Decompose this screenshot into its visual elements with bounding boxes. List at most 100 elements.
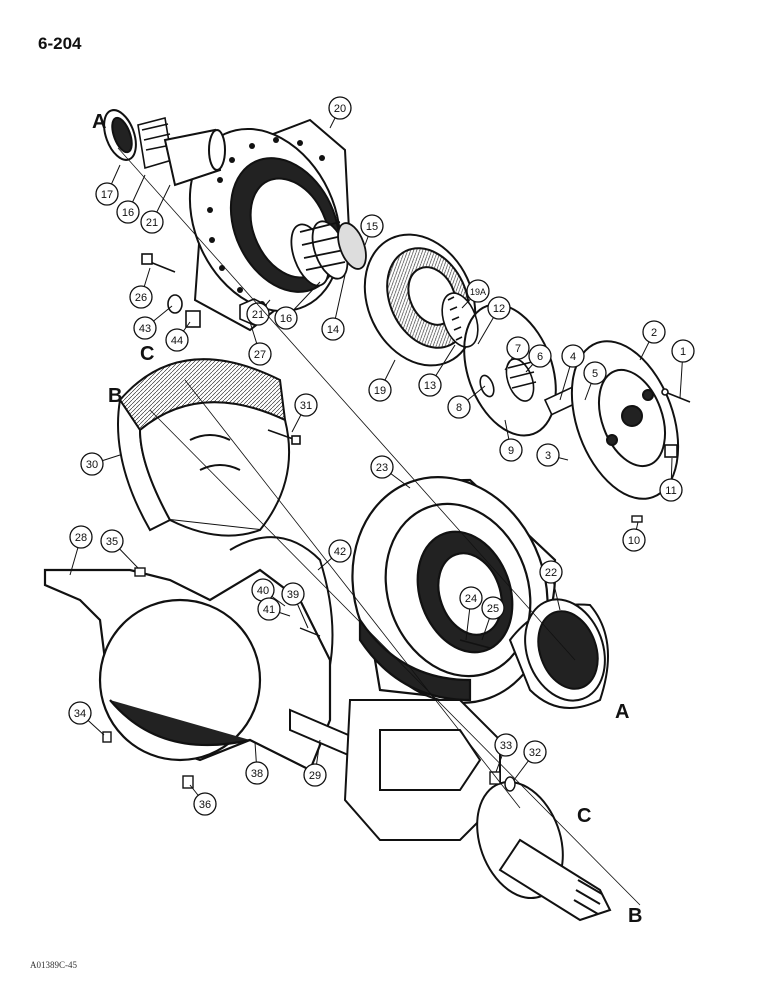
callout-circle (69, 525, 93, 549)
callout-label: 39 (287, 589, 299, 601)
callout-24: 24 (459, 586, 483, 610)
callout-circle (321, 317, 345, 341)
letter-mark-C: C (577, 805, 591, 827)
brake-shoe-assembly-30 (117, 358, 291, 537)
callout-circle (328, 539, 352, 563)
callout-label: 22 (545, 567, 557, 579)
callout-label: 33 (500, 740, 512, 752)
callout-label: 9 (508, 445, 514, 457)
callout-circle (622, 528, 646, 552)
bolt-31 (267, 429, 301, 445)
callout-10: 10 (622, 528, 646, 552)
callout-circle (193, 792, 217, 816)
callout-label: 27 (254, 349, 266, 361)
callout-circle (642, 320, 666, 344)
callout-circle (360, 214, 384, 238)
thrust-washer-8 (479, 374, 495, 398)
callout-5: 5 (583, 361, 607, 385)
callout-circle (418, 373, 442, 397)
callout-circle (100, 529, 124, 553)
callout-circle (303, 763, 327, 787)
callout-20: 20 (328, 96, 352, 120)
callout-41: 41 (257, 597, 281, 621)
spindle-21 (163, 128, 226, 187)
callout-6: 6 (528, 344, 552, 368)
callout-31: 31 (294, 393, 318, 417)
callout-label: 17 (101, 189, 113, 201)
callout-21: 21 (140, 210, 164, 234)
callout-label: 16 (122, 207, 134, 219)
reference-lines (117, 147, 641, 906)
callout-circle (140, 210, 164, 234)
callout-circle (80, 452, 104, 476)
callout-circle (245, 761, 269, 785)
drain-plug-36 (182, 775, 194, 789)
callout-label: 6 (537, 351, 543, 363)
callout-label: 13 (424, 380, 436, 392)
callout-label: 3 (545, 450, 551, 462)
callout-7: 7 (506, 336, 530, 360)
washer-43 (167, 294, 183, 314)
callout-circle (499, 438, 523, 462)
callout-circle (459, 586, 483, 610)
callout-28: 28 (69, 525, 93, 549)
callout-label: 5 (592, 368, 598, 380)
callout-label: 21 (252, 309, 264, 321)
callout-label: 10 (628, 535, 640, 547)
callout-12: 12 (487, 296, 511, 320)
callout-circle (583, 361, 607, 385)
callout-label: 26 (135, 292, 147, 304)
callout-circle (328, 96, 352, 120)
callout-label: 40 (257, 585, 269, 597)
callout-19A: 19A (466, 279, 490, 303)
wheel-stud-26 (141, 253, 176, 273)
planet-gear-6 (505, 358, 537, 402)
callout-16: 16 (116, 200, 140, 224)
callout-34: 34 (68, 701, 92, 725)
dust-cup-22 (508, 598, 609, 709)
callout-circle (447, 395, 471, 419)
callout-8: 8 (447, 395, 471, 419)
callout-label: 29 (309, 770, 321, 782)
nut-33 (489, 771, 501, 785)
callout-14: 14 (321, 317, 345, 341)
callout-circle (659, 478, 683, 502)
callout-circle (294, 393, 318, 417)
callout-circle (257, 597, 281, 621)
callout-label: 32 (529, 747, 541, 759)
callout-circle (368, 378, 392, 402)
callout-label: 1 (680, 346, 686, 358)
letter-mark-B: B (108, 385, 122, 407)
callout-label: 21 (146, 217, 158, 229)
drum-stud-24 (459, 639, 491, 649)
callout-25: 25 (481, 596, 505, 620)
callout-label: 43 (139, 323, 151, 335)
callout-23: 23 (370, 455, 394, 479)
callout-circle (133, 316, 157, 340)
callout-label: 44 (171, 335, 183, 347)
callout-label: 25 (487, 603, 499, 615)
callout-21: 21 (246, 302, 270, 326)
callout-11: 11 (659, 478, 683, 502)
footer-code: A01389C-45 (30, 960, 77, 970)
callout-27: 27 (248, 342, 272, 366)
callout-35: 35 (100, 529, 124, 553)
callout-circle (281, 582, 305, 606)
callout-circle (274, 306, 298, 330)
callout-4: 4 (561, 344, 585, 368)
callout-36: 36 (193, 792, 217, 816)
callout-label: 24 (465, 593, 477, 605)
page-number: 6-204 (38, 34, 82, 53)
callout-circle (671, 339, 695, 363)
dowel-pin-10 (631, 515, 643, 523)
callout-label: 42 (334, 546, 346, 558)
bolt-1 (661, 388, 691, 403)
callout-circle (561, 344, 585, 368)
callout-32: 32 (523, 740, 547, 764)
callout-circle (116, 200, 140, 224)
callout-label: 36 (199, 799, 211, 811)
